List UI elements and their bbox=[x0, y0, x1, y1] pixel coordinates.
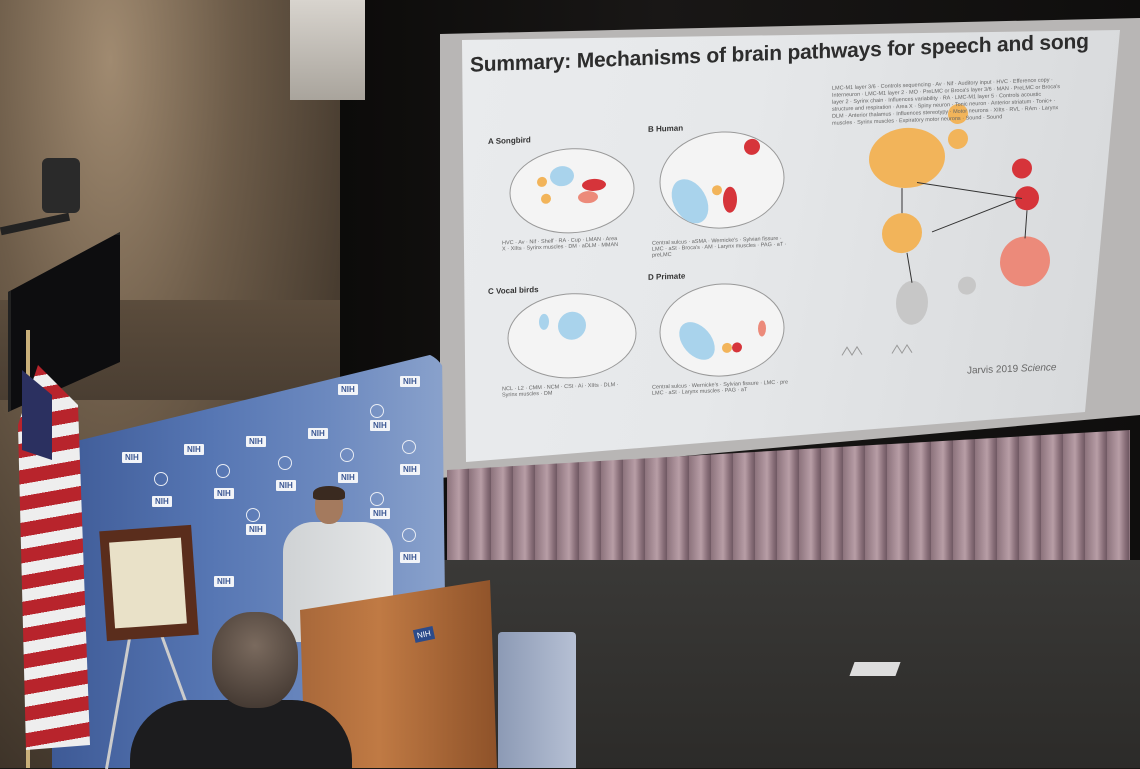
citation-author: Jarvis 2019 bbox=[967, 363, 1019, 377]
diagram-label: PAG · bbox=[760, 241, 777, 249]
presentation-slide: Summary: Mechanisms of brain pathways fo… bbox=[462, 15, 1122, 460]
floor-marker bbox=[849, 662, 901, 676]
diagram-label: DM bbox=[543, 390, 553, 397]
hhs-seal-icon bbox=[340, 448, 354, 462]
panel-label-b: B Human bbox=[648, 123, 684, 134]
panel-label-a: A Songbird bbox=[488, 135, 531, 147]
nih-logo: NIH bbox=[214, 488, 234, 499]
diagram-label: Broca's · bbox=[681, 244, 705, 252]
nih-logo: NIH bbox=[152, 496, 172, 507]
diagram-label: Av · bbox=[935, 81, 947, 88]
diagram-label: Larynx muscles · bbox=[717, 242, 761, 251]
diagram-label: Ai · bbox=[577, 383, 588, 390]
diagram-label: XIIts · bbox=[587, 382, 604, 390]
diagram-label: preLMC bbox=[652, 251, 672, 259]
vocal-bird-brain bbox=[507, 293, 637, 379]
diagram-label: PAG · bbox=[724, 387, 741, 394]
nih-logo: NIH bbox=[246, 524, 266, 535]
songbird-brain bbox=[509, 148, 635, 234]
diagram-label: RA · bbox=[942, 95, 955, 102]
hhs-seal-icon bbox=[246, 508, 260, 522]
nih-logo: NIH bbox=[400, 464, 420, 475]
hhs-seal-icon bbox=[278, 456, 292, 470]
nih-logo: NIH bbox=[246, 436, 266, 447]
diagram-label: XIIts · bbox=[510, 245, 527, 253]
nih-logo: NIH bbox=[400, 552, 420, 563]
certificate bbox=[109, 537, 187, 629]
nih-logo: NIH bbox=[400, 376, 420, 387]
security-camera bbox=[42, 158, 80, 213]
citation-journal: Science bbox=[1020, 362, 1057, 375]
nih-logo: NIH bbox=[214, 576, 234, 587]
nih-logo: NIH bbox=[370, 508, 390, 519]
nih-logo: NIH bbox=[122, 452, 142, 463]
hhs-seal-icon bbox=[370, 404, 384, 418]
diagram-label: DM · bbox=[568, 243, 582, 250]
audience-member-head bbox=[212, 612, 298, 708]
diagram-label: HVC · bbox=[996, 78, 1013, 86]
diagram-label: DLM · bbox=[832, 113, 849, 120]
nih-logo: NIH bbox=[276, 480, 296, 491]
diagram-label: aT · bbox=[776, 241, 787, 248]
hhs-seal-icon bbox=[216, 464, 230, 478]
diagram-label: Tonic+ · bbox=[1036, 98, 1056, 105]
diagram-label: DLM · bbox=[603, 381, 619, 389]
panel-label-d: D Primate bbox=[648, 271, 686, 282]
nih-logo: NIH bbox=[370, 420, 390, 431]
hhs-seal-icon bbox=[154, 472, 168, 486]
human-brain bbox=[659, 131, 785, 229]
nih-logo: NIH bbox=[338, 472, 358, 483]
hhs-seal-icon bbox=[402, 440, 416, 454]
diagram-label: LMC · bbox=[763, 379, 781, 387]
audience-member-body bbox=[130, 700, 352, 768]
diagram-label: Sound bbox=[986, 114, 1003, 121]
diagram-label: AM · bbox=[704, 244, 718, 251]
hhs-seal-icon bbox=[402, 528, 416, 542]
diagram-label: MO · bbox=[909, 89, 923, 96]
diagram-label: aDLM · bbox=[581, 242, 602, 250]
primate-brain bbox=[659, 283, 785, 377]
diagram-label: aT bbox=[740, 387, 748, 394]
nih-logo: NIH bbox=[308, 428, 328, 439]
loudspeaker bbox=[290, 0, 365, 100]
diagram-label: RAm · bbox=[1024, 105, 1042, 113]
circuit-terms: LMC-M1 layer 3/6 · Controls sequencing ·… bbox=[832, 77, 1062, 128]
nih-logo: NIH bbox=[338, 384, 358, 395]
diagram-label: aSt · bbox=[668, 389, 682, 397]
diagram-label: Syrinx muscles · bbox=[857, 118, 899, 126]
speaker-hair bbox=[313, 486, 345, 500]
nih-logo: NIH bbox=[184, 444, 204, 455]
diagram-label: CSt · bbox=[564, 383, 578, 391]
diagram-label: Expiratory motor neurons · bbox=[898, 115, 966, 125]
diagram-label: Sound · bbox=[965, 114, 987, 122]
brain-diagrams bbox=[507, 103, 1050, 379]
diagram-label: Nif · bbox=[946, 80, 958, 88]
circuit-diagram bbox=[841, 103, 1050, 356]
diagram-label: RVL · bbox=[1009, 106, 1025, 113]
diagram-label: MMAN bbox=[601, 242, 619, 249]
diagram-label: Area X · bbox=[895, 103, 918, 111]
diagram-label: XIIts · bbox=[993, 106, 1010, 114]
hhs-seal-icon bbox=[370, 492, 384, 506]
diagram-label: MAN · bbox=[996, 85, 1014, 93]
draped-table bbox=[498, 632, 576, 768]
